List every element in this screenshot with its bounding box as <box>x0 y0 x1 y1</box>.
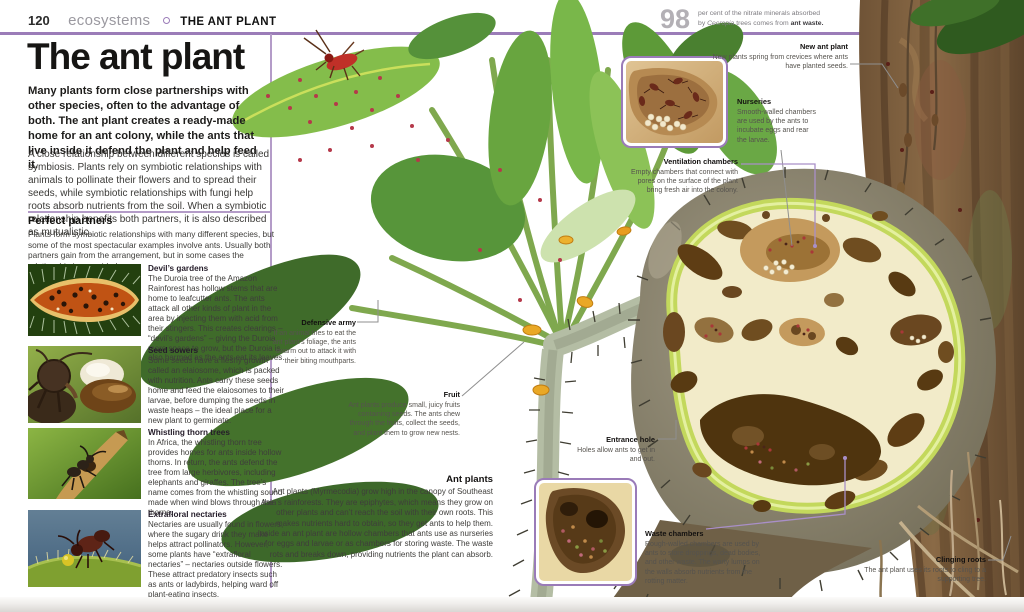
item-text: In Africa, the whistling thorn tree prov… <box>148 438 283 517</box>
page-number: 120 <box>28 13 50 28</box>
callout-heading: Waste chambers <box>645 529 704 538</box>
callout-heading: Clinging roots <box>935 555 986 564</box>
katydid-and-ants <box>266 29 562 302</box>
whistling-thorn-item: Whistling thorn trees In Africa, the whi… <box>148 428 286 517</box>
eggs-and-ants <box>704 236 927 452</box>
item-heading: Seed sowers <box>148 346 199 355</box>
perfect-partners-rule <box>28 211 271 213</box>
waste-inset-photo <box>534 478 637 586</box>
callout-heading: Entrance hole <box>606 435 655 444</box>
header-topic-title: THE ANT PLANT <box>180 16 277 28</box>
leaves <box>139 0 777 563</box>
callout-text: Ant plants produce small, juicy fruits c… <box>348 401 460 437</box>
fact-number: 98 <box>660 4 691 34</box>
callout-text: Rough-walled chambers are used by ants t… <box>645 540 761 586</box>
item-heading: Extrafloral nectaries <box>148 510 227 519</box>
callout-text: Empty chambers that connect with pores o… <box>631 168 738 195</box>
ant-plants-heading: Ant plants <box>446 474 493 485</box>
item-heading: Devil’s gardens <box>148 264 209 273</box>
devils-gardens-photo <box>28 264 141 336</box>
item-heading: Whistling thorn trees <box>148 428 230 437</box>
callout-text: The ant plant uses its roots to cling to… <box>864 566 986 584</box>
callout-defensive-army: Defensive army If an animal tries to eat… <box>263 318 356 366</box>
article-body: A close relationship between different s… <box>28 149 270 238</box>
callout-heading: New ant plant <box>799 42 848 51</box>
callout-heading: Fruit <box>443 390 460 399</box>
extrafloral-nectaries-item: Extrafloral nectaries Nectaries are usua… <box>148 510 286 599</box>
callout-entrance-hole: Entrance hole Holes allow ants to get in… <box>565 435 655 464</box>
callout-text: New plants spring from crevices where an… <box>712 53 848 71</box>
callout-clinging-roots: Clinging roots The ant plant uses its ro… <box>856 555 986 584</box>
callout-fruit: Fruit Ant plants produce small, juicy fr… <box>348 390 460 438</box>
dot-separator-icon <box>162 17 170 24</box>
page-bottom-edge <box>0 597 1024 612</box>
perfect-partners-heading: Perfect partners <box>28 215 113 227</box>
whistling-thorn-photo <box>28 428 141 499</box>
callout-new-ant-plant: New ant plant New plants spring from cre… <box>698 42 848 71</box>
ant-plants-section: Ant plants Ant plants (Myrmecodia) grow … <box>253 474 493 560</box>
extrafloral-nectaries-photo <box>28 510 141 587</box>
callout-heading: Ventilation chambers <box>663 157 738 166</box>
nursery-inset-photo <box>621 56 728 148</box>
callout-waste-chambers: Waste chambers Rough-walled chambers are… <box>645 529 765 586</box>
callout-lines <box>357 63 1012 561</box>
callout-heading: Nurseries <box>737 97 772 106</box>
callout-ventilation-chambers: Ventilation chambers Empty chambers that… <box>623 157 738 196</box>
page-header-left: 120 ecosystems THE ANT PLANT <box>28 12 276 30</box>
seed-sowers-photo <box>28 346 141 423</box>
section-label: ecosystems <box>68 12 151 29</box>
page-title: The ant plant <box>27 36 245 77</box>
header-rule <box>0 32 1024 35</box>
article-intro: Many plants form close partnerships with… <box>28 85 257 172</box>
callout-nurseries: Nurseries Smooth-walled chambers are use… <box>737 97 819 145</box>
fact-text: per cent of the nitrate minerals absorbe… <box>698 10 824 27</box>
ant-plants-text: Ant plants (Myrmecodia) grow high in the… <box>257 487 493 559</box>
callout-heading: Defensive army <box>301 318 356 327</box>
seed-sowers-item: Seed sowers Some seeds have a fleshy gro… <box>148 346 286 426</box>
callout-text: If an animal tries to eat the ant plant’… <box>272 329 356 365</box>
tuber-cutaway <box>663 197 966 514</box>
roots <box>878 451 1019 611</box>
callout-text: Holes allow ants to get in and out. <box>577 446 655 464</box>
item-text: The Duroia tree of the Amazon Rainforest… <box>148 274 285 363</box>
page-header-fact: 98 per cent of the nitrate minerals abso… <box>660 6 874 33</box>
devils-gardens-item: Devil’s gardens The Duroia tree of the A… <box>148 264 286 363</box>
chambers <box>663 211 954 512</box>
item-text: Nectaries are usually found in flowers, … <box>148 520 284 599</box>
callout-text: Smooth-walled chambers are used by the a… <box>737 108 816 144</box>
item-text: Some seeds have a fleshy growth called a… <box>148 356 285 425</box>
